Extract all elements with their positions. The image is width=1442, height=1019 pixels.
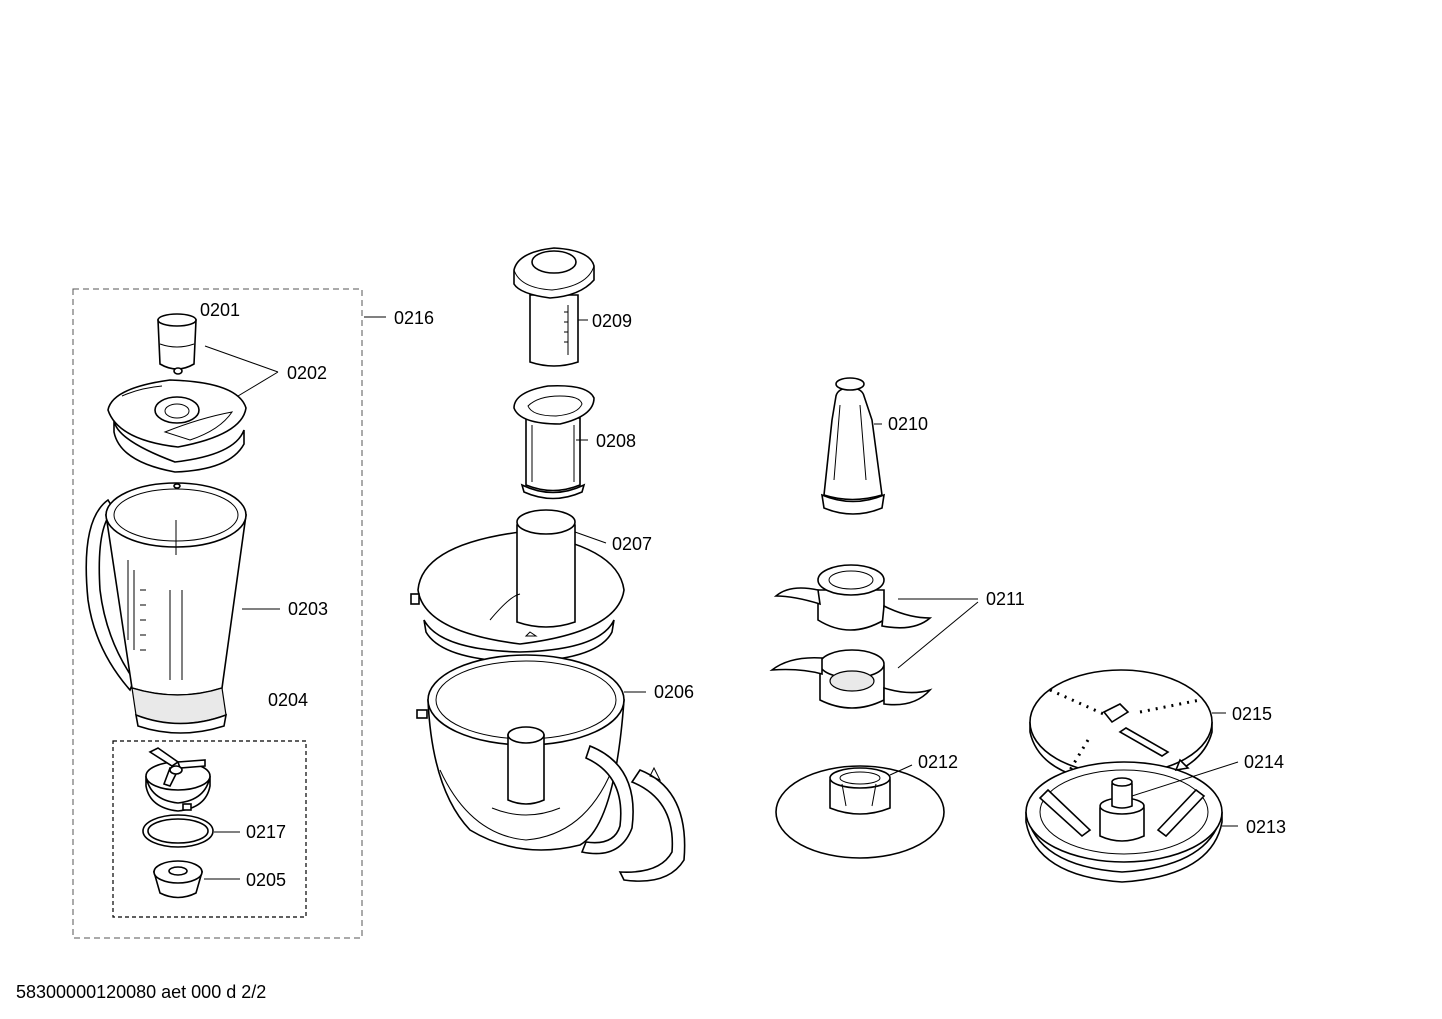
label-0208: 0208 [596, 431, 636, 451]
part-0217-sealing-ring [142, 814, 214, 848]
label-0216: 0216 [394, 308, 434, 328]
label-0214: 0214 [1244, 752, 1284, 772]
label-0205: 0205 [246, 870, 286, 890]
label-0203: 0203 [288, 599, 328, 619]
label-0217: 0217 [246, 822, 286, 842]
label-0209: 0209 [592, 311, 632, 331]
part-0211-blade-lower [769, 649, 933, 709]
label-0206: 0206 [654, 682, 694, 702]
label-0207: 0207 [612, 534, 652, 554]
group-box-0216 [72, 288, 363, 939]
label-0211: 0211 [986, 589, 1025, 609]
part-0204-blade-assembly [145, 747, 211, 812]
part-0208-inner-pusher [513, 384, 595, 500]
leader-0214 [1131, 761, 1239, 797]
part-0202-blender-lid [107, 379, 247, 473]
part-0212-disc-holder [775, 765, 945, 859]
part-0205-coupling [152, 860, 204, 899]
label-0215: 0215 [1232, 704, 1272, 724]
label-0213: 0213 [1246, 817, 1286, 837]
part-0214-disc-shaft [1099, 777, 1145, 842]
document-code: 58300000120080 aet 000 d 2/2 [16, 982, 266, 1002]
label-0201: 0201 [200, 300, 240, 320]
label-0202: 0202 [287, 363, 327, 383]
label-0210: 0210 [888, 414, 928, 434]
label-0212: 0212 [918, 752, 958, 772]
leader-0211b [897, 601, 979, 669]
leader-0212 [889, 764, 913, 776]
group-box-0204 [112, 740, 307, 918]
leader-0207 [574, 531, 607, 544]
leader-0202a [204, 345, 279, 373]
part-0201-measuring-cup [157, 313, 197, 375]
part-0203-blender-jug [85, 482, 247, 734]
part-0209-pusher [513, 247, 595, 367]
part-0206-bowl [416, 654, 686, 882]
part-0210-shaft [820, 377, 886, 515]
label-0204: 0204 [268, 690, 308, 710]
part-0211-blade-upper [773, 564, 933, 631]
leader-lines [204, 316, 1239, 880]
leader-0202b [237, 371, 279, 397]
part-0207-bowl-cover [410, 509, 625, 663]
